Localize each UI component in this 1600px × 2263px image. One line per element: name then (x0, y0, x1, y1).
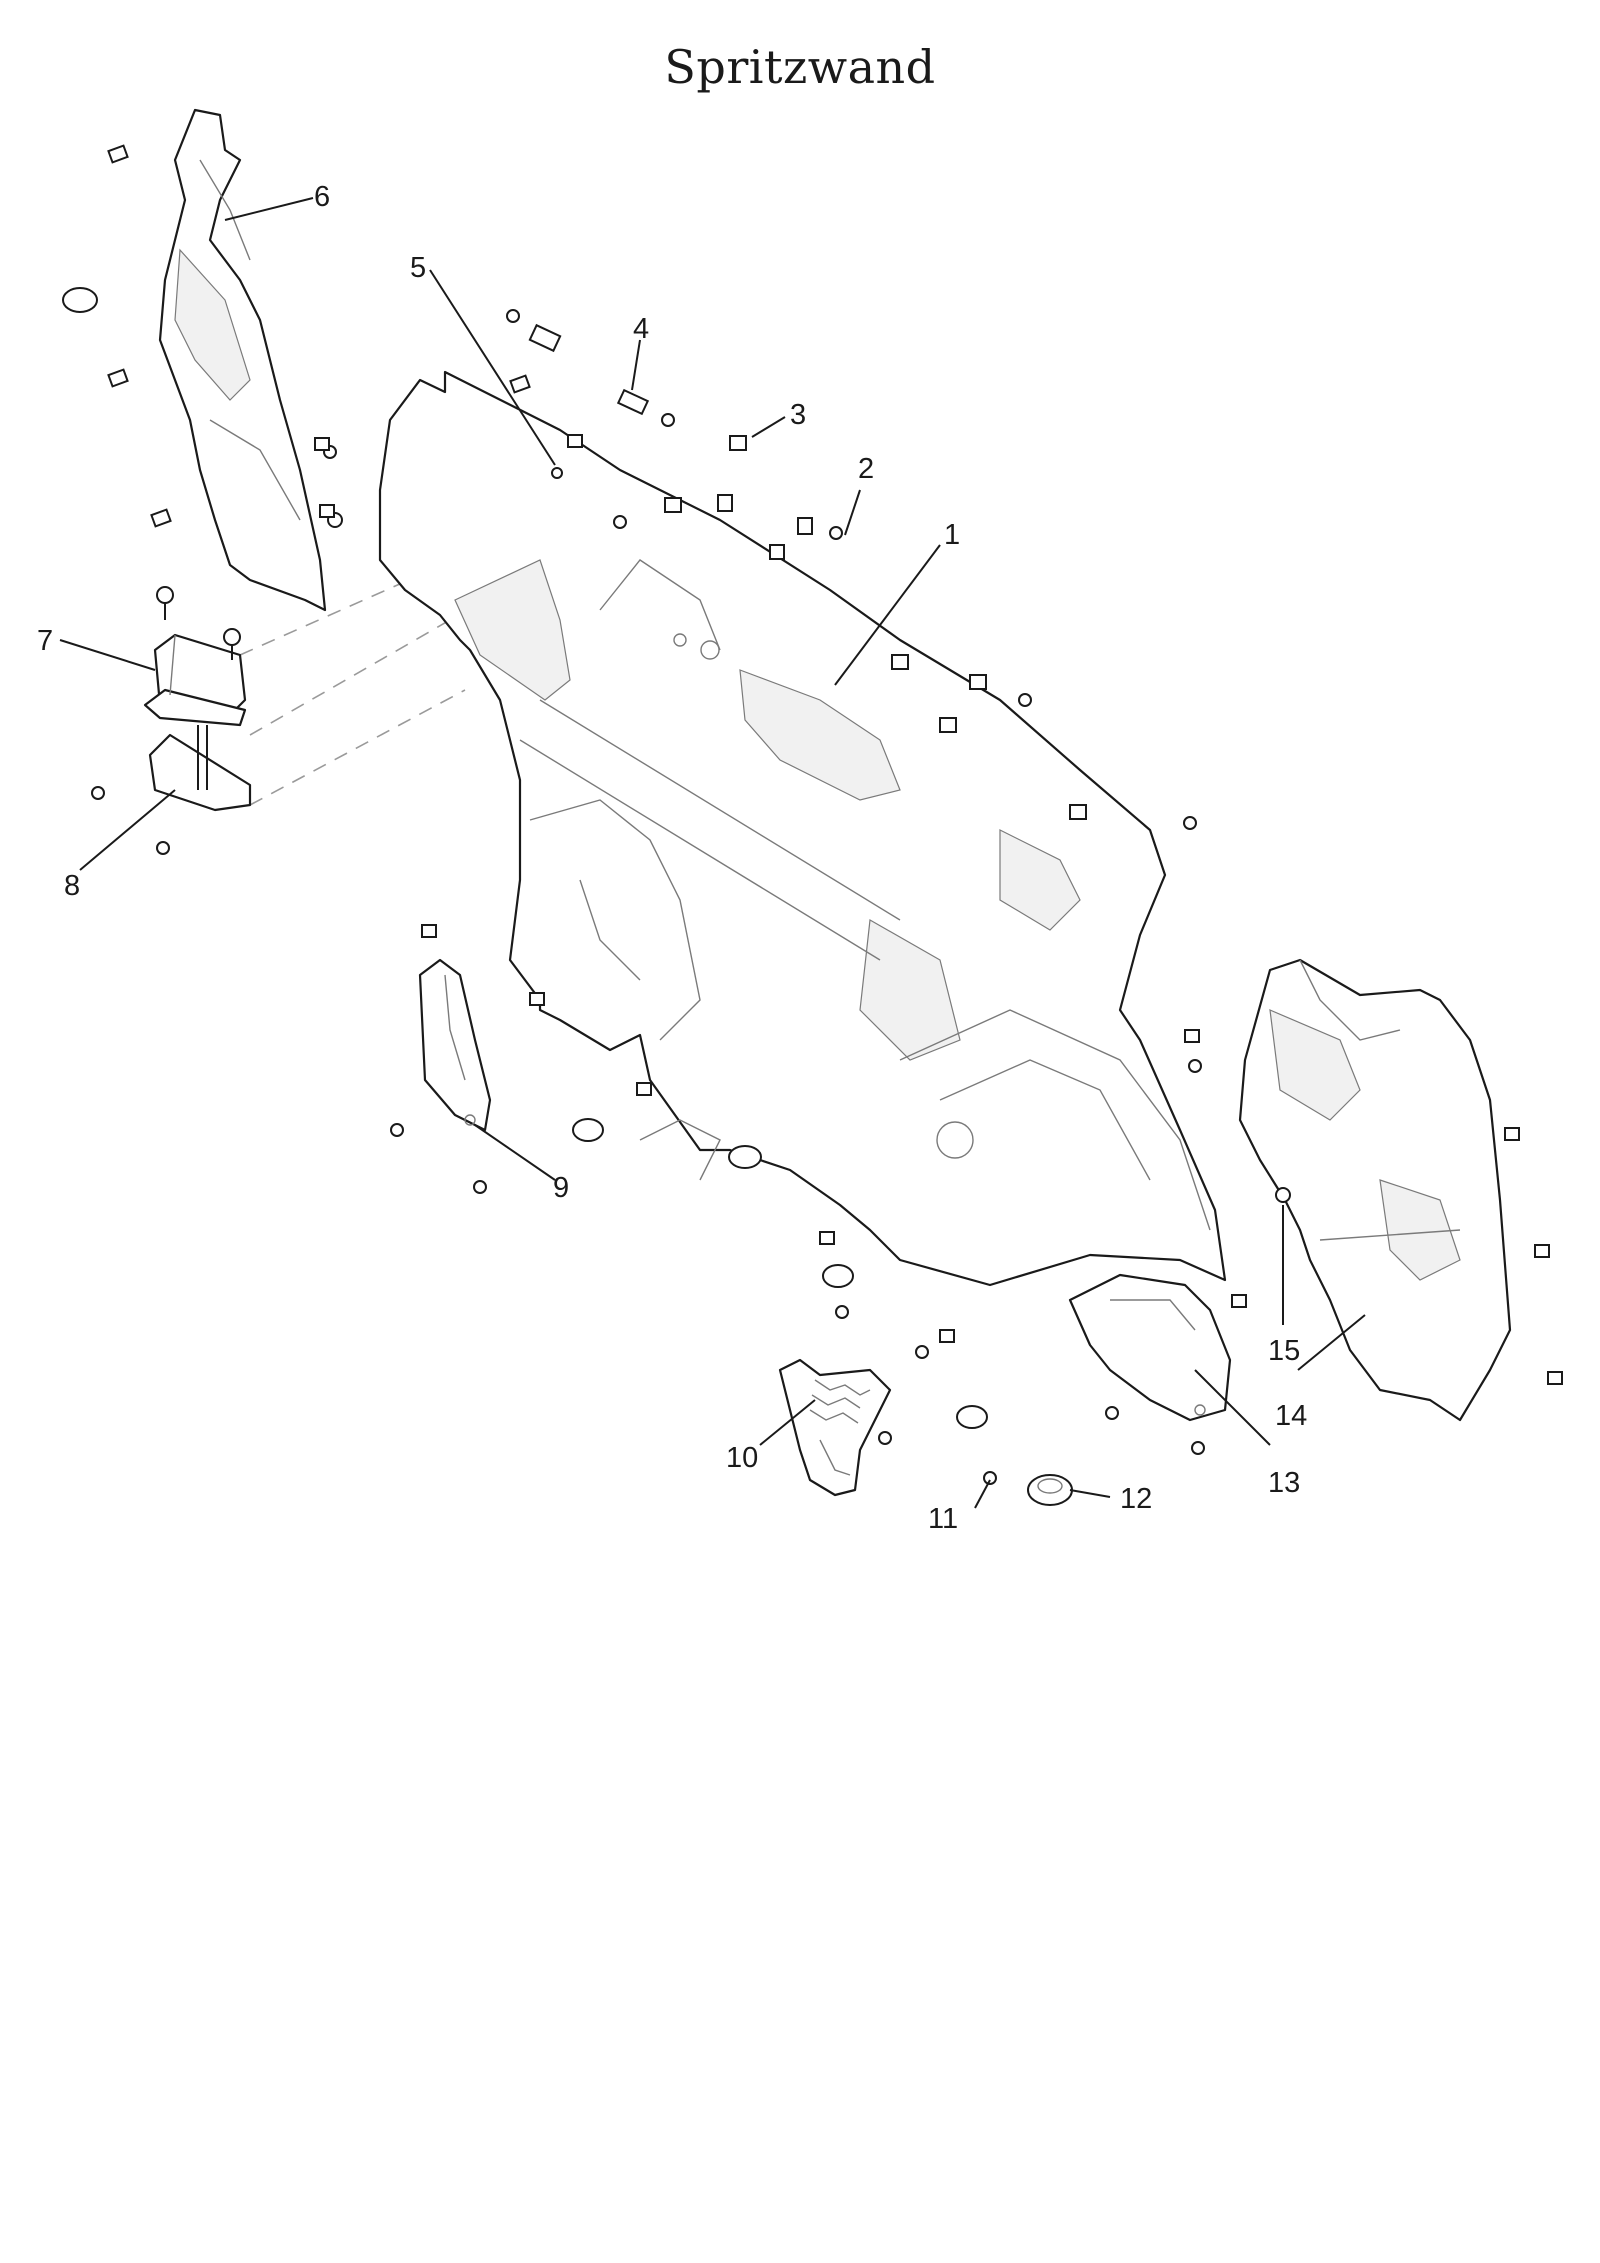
callout-6: 6 (314, 181, 330, 213)
callout-3: 3 (790, 399, 806, 431)
fasteners (62, 144, 1563, 1485)
callout-12: 12 (1120, 1483, 1152, 1515)
part-6-left-air-duct (158, 108, 327, 612)
part-13-lower-shield (1068, 1273, 1232, 1422)
callout-2: 2 (858, 453, 874, 485)
callout-labels: 1 2 3 4 5 6 7 8 9 10 11 12 13 14 15 (37, 181, 1307, 1535)
callout-9: 9 (553, 1172, 569, 1204)
callout-4: 4 (633, 313, 649, 345)
callout-5: 5 (410, 252, 426, 284)
callout-14: 14 (1275, 1400, 1307, 1432)
callout-13: 13 (1268, 1467, 1300, 1499)
alignment-lines (239, 574, 466, 806)
callout-11: 11 (928, 1503, 958, 1535)
callout-15: 15 (1268, 1335, 1300, 1367)
leader-lines (59, 197, 1366, 1509)
part-12-grommet (1027, 1474, 1073, 1506)
part-7-relay-box (143, 586, 247, 727)
callout-10: 10 (726, 1442, 758, 1474)
callout-7: 7 (37, 625, 53, 657)
page-title: Spritzwand (664, 40, 936, 94)
part-9-side-shield (418, 958, 492, 1132)
callout-8: 8 (64, 870, 80, 902)
callout-1: 1 (944, 519, 960, 551)
part-1-firewall-panel (378, 370, 1227, 1287)
part-10-boot (778, 1358, 892, 1497)
part-14-right-air-duct (1238, 958, 1512, 1422)
